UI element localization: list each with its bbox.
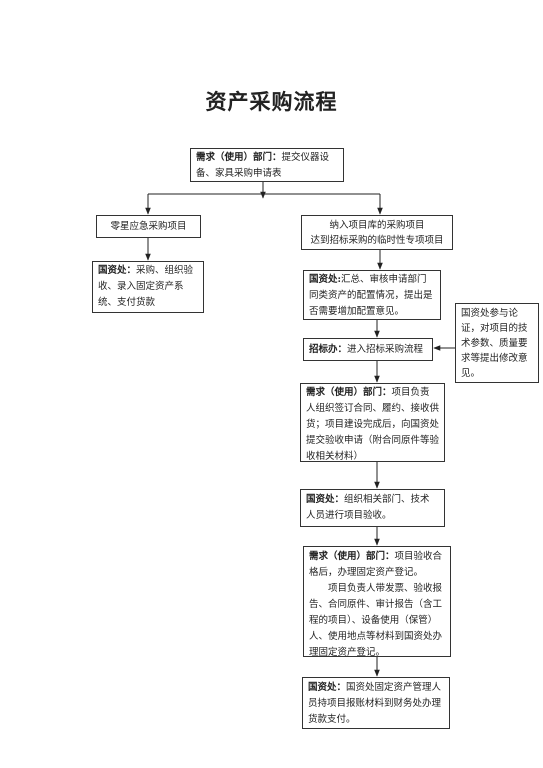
step-asset-payment: 国资处：国资处固定资产管理人员持项目报账材料到财务处办理货款支付。: [302, 677, 450, 729]
step-demand-contract-head: 需求（使用）部门：: [306, 387, 392, 398]
step-asset-acceptance-head: 国资处：: [306, 494, 345, 505]
branch-emergency-purchase: 零星应急采购项目: [96, 215, 201, 238]
step-demand-contract-text: 项目负责人组织签订合同、履约、接收供货；项目建设完成后，向国资处提交验收申请（附…: [306, 387, 440, 462]
step-left-asset-office: 国资处：采购、组织验收、录入固定资产系统、支付货款: [92, 261, 204, 313]
step-bidding-head: 招标办：: [309, 343, 348, 355]
side-note-parameters: 国资处参与论证，对项目的技术参数、质量要求等提出修改意见。: [455, 303, 539, 383]
step-bidding-text: 进入招标采购流程: [347, 343, 424, 355]
branch-project-purchase-line1: 纳入项目库的采购项目: [329, 219, 425, 231]
step-bidding: 招标办：进入招标采购流程: [303, 338, 433, 361]
branch-emergency-purchase-label: 零星应急采购项目: [110, 220, 187, 232]
step-left-asset-office-text: 采购、组织验收、录入固定资产系统、支付货款: [98, 265, 194, 308]
step-asset-review-text: 汇总、审核申请部门同类资产的配置情况，提出是否需要增加配置意见。: [309, 274, 433, 317]
side-note-parameters-text: 国资处参与论证，对项目的技术参数、质量要求等提出修改意见。: [461, 308, 528, 379]
step-asset-review-head: 国资处:: [309, 274, 342, 285]
step-asset-acceptance-text: 组织相关部门、技术人员进行项目验收。: [306, 494, 430, 521]
step-asset-acceptance: 国资处：组织相关部门、技术人员进行项目验收。: [300, 489, 445, 527]
step-left-asset-office-head: 国资处：: [98, 265, 137, 276]
step-asset-payment-text: 国资处固定资产管理人员持项目报账材料到财务处办理货款支付。: [308, 682, 442, 725]
branch-project-purchase: 纳入项目库的采购项目 达到招标采购的临时性专项项目: [301, 215, 453, 250]
page-title: 资产采购流程: [205, 89, 338, 114]
step-demand-submit: 需求（使用）部门：提交仪器设备、家具采购申请表: [190, 148, 344, 182]
step-demand-submit-head: 需求（使用）部门：: [196, 152, 282, 163]
step-asset-review: 国资处:汇总、审核申请部门同类资产的配置情况，提出是否需要增加配置意见。: [303, 270, 441, 320]
step-demand-contract: 需求（使用）部门：项目负责人组织签订合同、履约、接收供货；项目建设完成后，向国资…: [300, 383, 445, 462]
step-demand-register-para2: 项目负责人带发票、验收报告、合同原件、审计报告（含工程的项目）、设备使用（保管）…: [309, 583, 443, 658]
step-demand-register-text: 项目验收合格后，办理固定资产登记。: [309, 551, 443, 578]
branch-project-purchase-line2: 达到招标采购的临时性专项项目: [310, 234, 444, 246]
step-demand-submit-text: 提交仪器设备、家具采购申请表: [196, 152, 330, 179]
step-asset-payment-head: 国资处：: [308, 682, 347, 693]
step-demand-register: 需求（使用）部门：项目验收合格后，办理固定资产登记。 项目负责人带发票、验收报告…: [303, 546, 451, 658]
step-demand-register-head: 需求（使用）部门：: [309, 551, 395, 562]
